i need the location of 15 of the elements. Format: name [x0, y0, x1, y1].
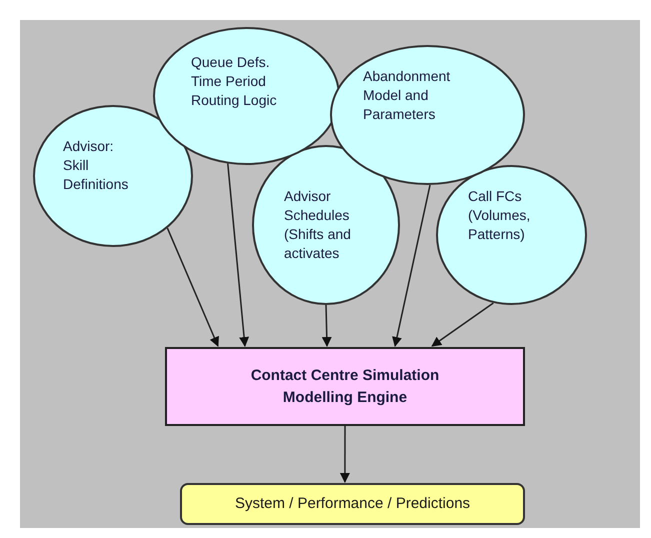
- engine-box: [165, 347, 525, 426]
- arrow: [166, 228, 219, 347]
- node-label: Abandonment Model and Parameters: [362, 67, 452, 124]
- arrow: [392, 184, 431, 347]
- arrow: [431, 302, 494, 347]
- node-label: Call FCs (Volumes, Patterns): [467, 187, 532, 244]
- output-box: [180, 483, 525, 525]
- arrow: [340, 426, 350, 483]
- node-label: System / Performance / Predictions: [234, 494, 470, 514]
- node-label: Contact Centre Simulation Modelling Engine: [250, 366, 440, 408]
- arrow: [227, 164, 250, 347]
- arrow: [322, 304, 332, 347]
- node-label: Queue Defs. Time Period Routing Logic: [190, 53, 278, 110]
- node-label: Advisor: Skill Definitions: [62, 137, 130, 194]
- node-label: Advisor Schedules (Shifts and activates: [283, 187, 352, 263]
